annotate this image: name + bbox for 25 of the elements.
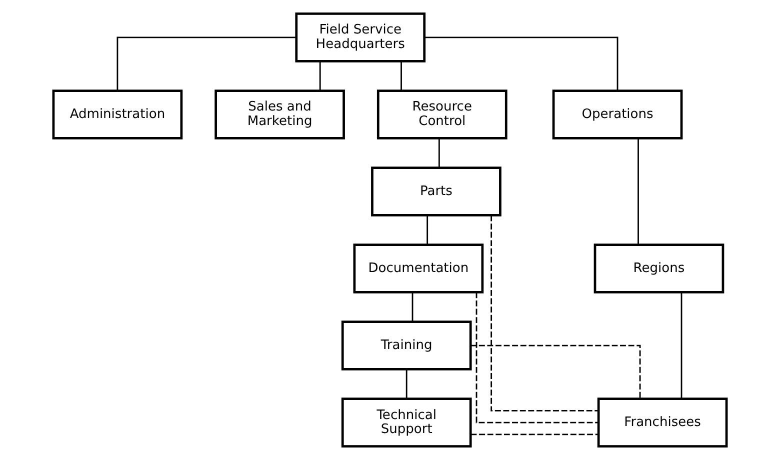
node-box: Operations — [552, 89, 683, 139]
connector — [438, 138, 440, 167]
node-box: Parts — [371, 166, 502, 216]
connector — [116, 36, 296, 90]
node-box: Resource Control — [376, 89, 508, 139]
node-box: Training — [341, 320, 472, 370]
connector — [412, 292, 414, 321]
node-box: Technical Support — [341, 397, 472, 447]
node-box: Administration — [52, 89, 183, 139]
connector — [319, 60, 321, 90]
connector — [406, 368, 408, 398]
connector — [426, 214, 428, 244]
node-box: Regions — [594, 243, 724, 293]
node-box: Sales and Marketing — [214, 89, 345, 139]
connector — [470, 433, 598, 435]
connector — [424, 36, 618, 90]
node-box: Franchisees — [597, 397, 728, 447]
connector — [400, 60, 402, 90]
connector — [476, 292, 599, 423]
connector — [470, 344, 641, 398]
connector — [680, 292, 682, 398]
connector — [638, 138, 639, 244]
connector — [490, 214, 598, 411]
node-box: Documentation — [353, 243, 484, 293]
node-box: Field Service Headquarters — [295, 12, 426, 62]
